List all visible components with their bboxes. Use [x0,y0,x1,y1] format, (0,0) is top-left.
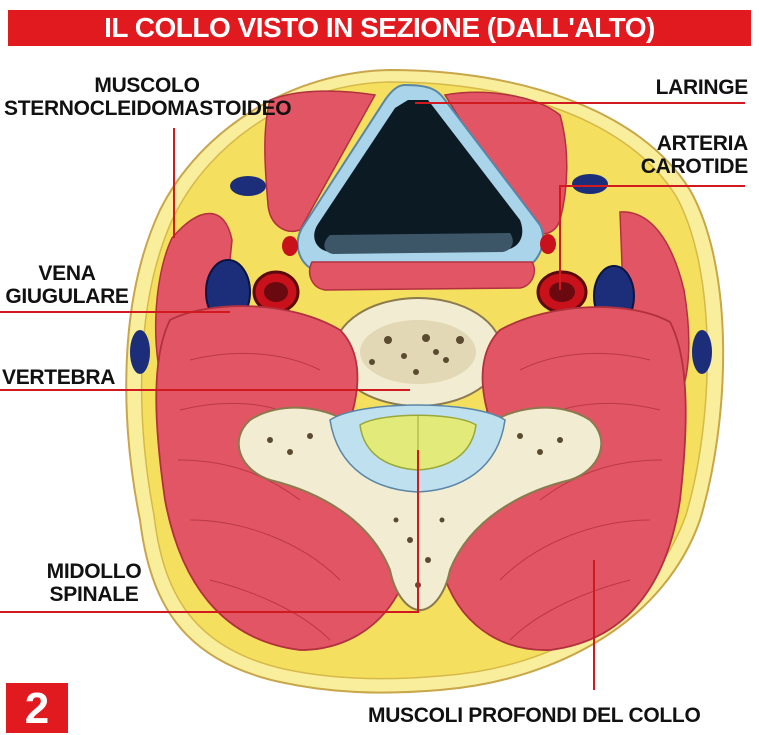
airway-shading [324,233,513,254]
label-spinale-line: SPINALE [40,583,148,606]
label-vertebra: VERTEBRA [2,366,115,389]
label-sternocleidomastoideo: MUSCOLO STERNOCLEIDOMASTOIDEO [4,74,290,120]
label-vertebra-line: VERTEBRA [2,366,115,389]
figure-number: 2 [6,683,68,733]
label-midollo-spinale: MIDOLLO SPINALE [40,560,148,606]
label-vena-giugulare: VENA GIUGULARE [2,262,132,308]
superficial-vein-left-top [230,176,266,196]
label-muscoli-profondi: MUSCOLI PROFONDI DEL COLLO [368,704,700,727]
label-muscolo-line: MUSCOLO [4,74,290,97]
small-artery-left [282,236,298,256]
label-laringe: LARINGE [600,76,748,99]
small-artery-right [540,234,556,254]
label-laringe-line: LARINGE [600,76,748,99]
label-midollo-line: MIDOLLO [40,560,148,583]
superficial-vein-right-side [692,330,712,374]
superficial-vein-left-side [130,330,150,374]
label-muscoli-profondi-line: MUSCOLI PROFONDI DEL COLLO [368,704,700,727]
label-carotide-line: CAROTIDE [600,155,748,178]
larynx-muscle-band [310,262,535,290]
figure-number-badge: 2 [6,683,68,733]
label-giugulare-line: GIUGULARE [2,285,132,308]
label-sternocleidomastoideo-line: STERNOCLEIDOMASTOIDEO [4,97,290,120]
label-arteria-carotide: ARTERIA CAROTIDE [600,132,748,178]
label-vena-line: VENA [2,262,132,285]
label-arteria-line: ARTERIA [600,132,748,155]
